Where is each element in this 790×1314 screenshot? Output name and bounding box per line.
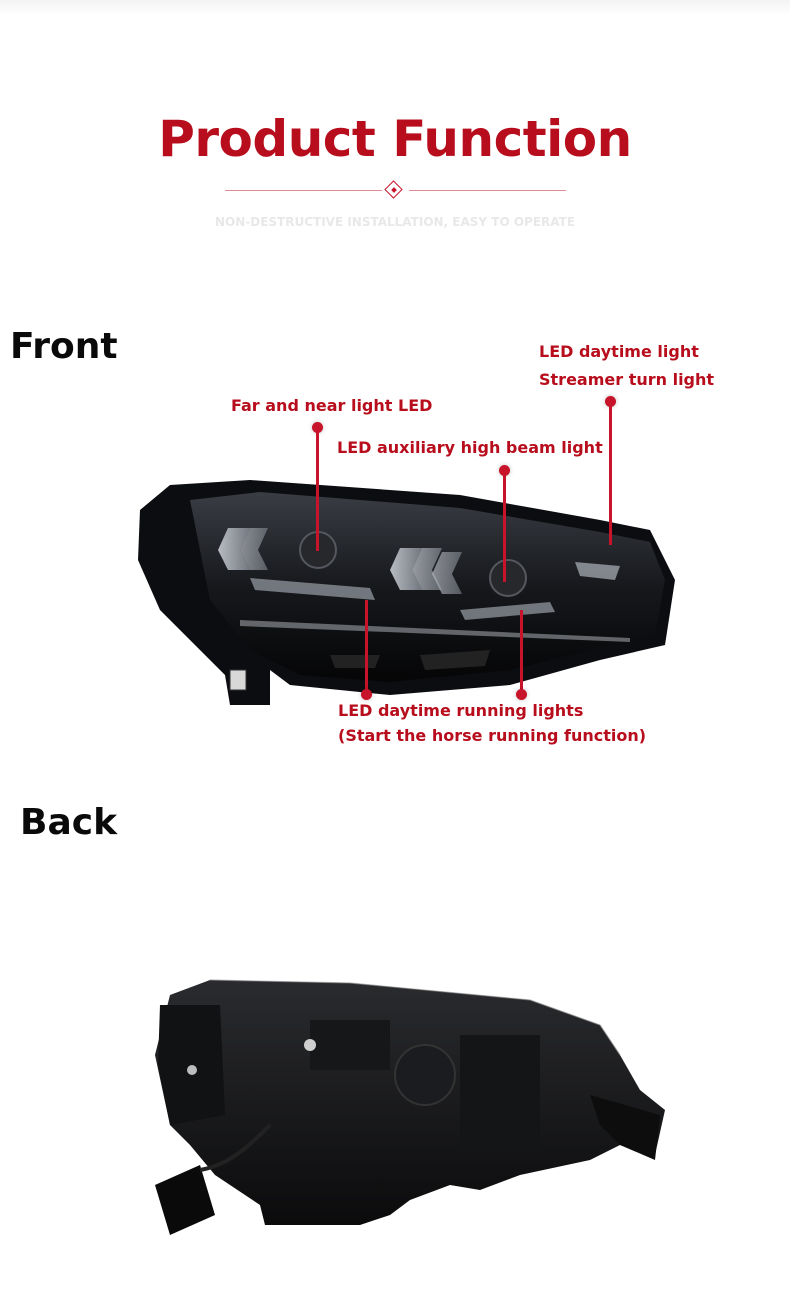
page-title: Product Function — [158, 110, 632, 168]
callout-drl-turn: LED daytime light Streamer turn light — [539, 338, 714, 394]
page-subtitle: NON-DESTRUCTIVE INSTALLATION, EASY TO OP… — [214, 215, 576, 229]
marker-dot-icon — [605, 396, 616, 407]
back-label: Back — [20, 802, 118, 843]
marker-dot-icon — [516, 689, 527, 700]
headlight-back-image — [150, 975, 680, 1245]
callout-drl-running-line1: LED daytime running lights — [338, 701, 584, 720]
callout-far-near: Far and near light LED — [231, 396, 433, 415]
headlight-back-illustration — [155, 979, 665, 1235]
title-divider-right — [409, 190, 566, 191]
leader-line — [316, 431, 319, 551]
callout-drl-turn-line1: LED daytime light — [539, 342, 699, 361]
marker-dot-icon — [499, 465, 510, 476]
top-shade — [0, 0, 790, 16]
callout-drl-running: LED daytime running lights (Start the ho… — [338, 698, 646, 748]
leader-line — [609, 405, 612, 545]
leader-line — [520, 610, 523, 692]
callout-drl-turn-line2: Streamer turn light — [539, 370, 715, 389]
callout-aux-high: LED auxiliary high beam light — [337, 438, 603, 457]
marker-dot-icon — [361, 689, 372, 700]
leader-line — [365, 600, 368, 692]
headlight-front-image — [130, 470, 680, 715]
front-label: Front — [10, 326, 118, 367]
leader-line — [503, 474, 506, 582]
title-divider-left — [225, 190, 382, 191]
headlight-front-illustration — [138, 480, 675, 705]
callout-drl-running-line2: (Start the horse running function) — [338, 726, 647, 745]
marker-dot-icon — [312, 422, 323, 433]
